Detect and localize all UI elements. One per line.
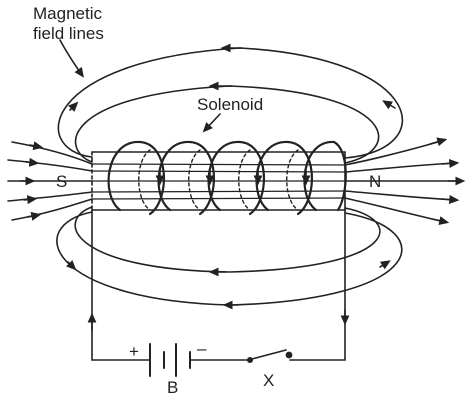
field-line-left-4 <box>7 191 93 202</box>
field-line-inner-bottom <box>74 206 381 273</box>
field-line-left-1 <box>11 141 93 165</box>
field-line-left-5 <box>11 198 93 221</box>
circuit-wires <box>87 209 350 361</box>
north-pole-label: N <box>369 172 382 191</box>
battery-negative-label: – <box>197 339 207 358</box>
solenoid-coil <box>107 140 347 216</box>
south-pole-label: S <box>56 172 68 191</box>
field-line-right-4 <box>344 190 456 201</box>
field-line-left-2 <box>7 159 93 172</box>
field-line-right-2 <box>344 162 456 173</box>
field-line-right-5 <box>344 197 446 223</box>
switch <box>247 349 293 363</box>
magnetic-field-lines-label-line1: Magnetic <box>33 4 102 23</box>
core-field-lines <box>91 163 346 200</box>
battery-label: B <box>167 378 179 397</box>
battery <box>149 343 191 377</box>
battery-positive-label: + <box>129 342 139 361</box>
switch-label: X <box>263 371 275 390</box>
solenoid-label: Solenoid <box>197 95 264 114</box>
field-line-outer-bottom <box>56 211 403 306</box>
magnetic-field-lines-label-line2: field lines <box>33 24 104 43</box>
